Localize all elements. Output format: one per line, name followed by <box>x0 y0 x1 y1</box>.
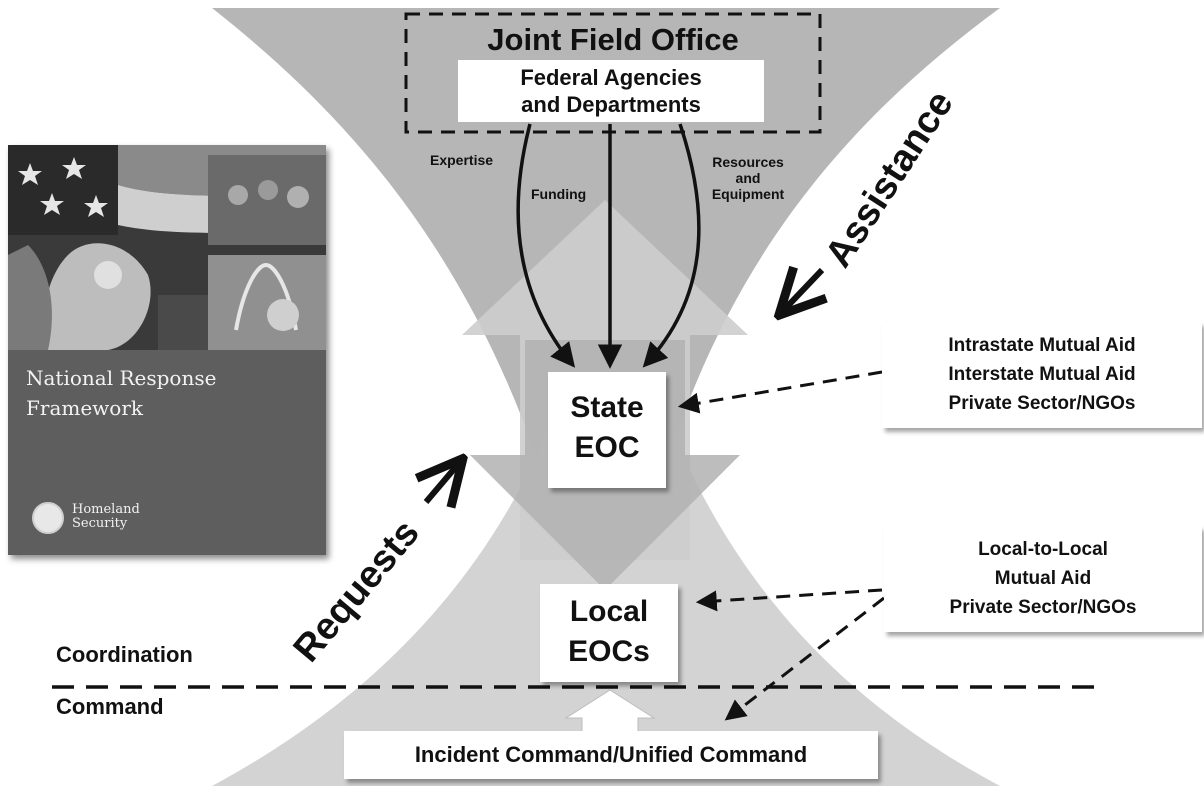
requests-arrow <box>426 462 460 502</box>
incident-command-box: Incident Command/Unified Command <box>344 731 878 779</box>
jfo-title: Joint Field Office <box>487 22 739 57</box>
local-eocs-line2: EOCs <box>568 635 650 668</box>
mutual-aid-line2: Interstate Mutual Aid <box>948 364 1136 385</box>
mutual-aid-line3: Private Sector/NGOs <box>948 393 1136 414</box>
local-eocs-line1: Local <box>569 595 649 628</box>
cover-agency-line2: Security <box>72 516 128 531</box>
local-aid-arrow-to-incident <box>724 596 885 721</box>
coordination-label: Coordination <box>56 642 193 667</box>
state-eoc-line2: EOC <box>574 431 640 464</box>
local-aid-box: Local-to-Local Mutual Aid Private Sector… <box>884 526 1202 632</box>
local-aid-arrow-to-local <box>695 588 883 612</box>
mutual-aid-box: Intrastate Mutual Aid Interstate Mutual … <box>882 322 1202 428</box>
federal-agencies-line2: and Departments <box>521 92 701 117</box>
cover-title-line2: Framework <box>26 396 144 420</box>
federal-agencies-box: Federal Agencies and Departments <box>458 60 764 122</box>
local-aid-line1: Local-to-Local <box>978 539 1108 560</box>
resources-line2: and <box>735 170 761 186</box>
resources-arrow <box>642 123 701 368</box>
assistance-arrow <box>782 270 822 312</box>
state-eoc-box: State EOC <box>548 372 666 488</box>
state-eoc-line1: State <box>570 391 644 424</box>
expertise-label: Expertise <box>430 152 494 168</box>
cover-agency: Homeland Security <box>72 503 192 531</box>
command-label: Command <box>56 694 164 719</box>
mutual-aid-arrow <box>677 370 883 414</box>
cover-agency-line1: Homeland <box>72 502 140 517</box>
dhs-seal-icon <box>32 502 64 534</box>
resources-label: Resources and Equipment <box>693 154 803 202</box>
local-aid-line2: Mutual Aid <box>994 568 1092 589</box>
local-eocs-box: Local EOCs <box>540 584 678 682</box>
expertise-arrow <box>516 123 576 368</box>
cover-photo-collage <box>8 145 326 350</box>
cover-title: National Response Framework <box>26 363 316 423</box>
resources-line1: Resources <box>712 154 784 170</box>
funding-label: Funding <box>531 186 587 202</box>
local-aid-line3: Private Sector/NGOs <box>949 597 1137 618</box>
resources-line3: Equipment <box>711 186 785 202</box>
federal-agencies-line1: Federal Agencies <box>520 65 702 90</box>
cover-title-line1: National Response <box>26 366 217 390</box>
mutual-aid-line1: Intrastate Mutual Aid <box>948 335 1136 356</box>
jfo-dashed-frame <box>404 12 822 134</box>
nrf-cover-image: National Response Framework Homeland Sec… <box>8 145 326 555</box>
